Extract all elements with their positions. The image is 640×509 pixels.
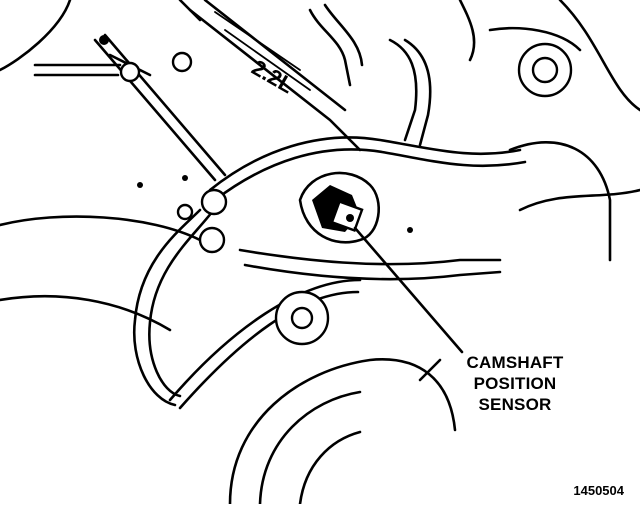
sensor-callout-label: CAMSHAFT POSITION SENSOR <box>430 352 600 415</box>
valve-cover: 2.2L <box>188 0 362 152</box>
wiring-harness <box>132 136 612 407</box>
figure-number: 1450504 <box>573 483 624 498</box>
left-linkage <box>33 33 227 188</box>
cover-lettering: 2.2L <box>248 55 299 99</box>
engine-block-outline <box>0 0 640 332</box>
crank-pulley-housing <box>228 358 457 506</box>
camshaft-position-sensor <box>298 171 380 244</box>
callout-line-3: SENSOR <box>478 395 552 414</box>
upper-hoses <box>308 0 582 147</box>
lower-pipes <box>168 226 502 410</box>
callout-leader-line <box>353 226 464 354</box>
callout-line-1: CAMSHAFT <box>466 353 564 372</box>
callout-line-2: POSITION <box>473 374 557 393</box>
